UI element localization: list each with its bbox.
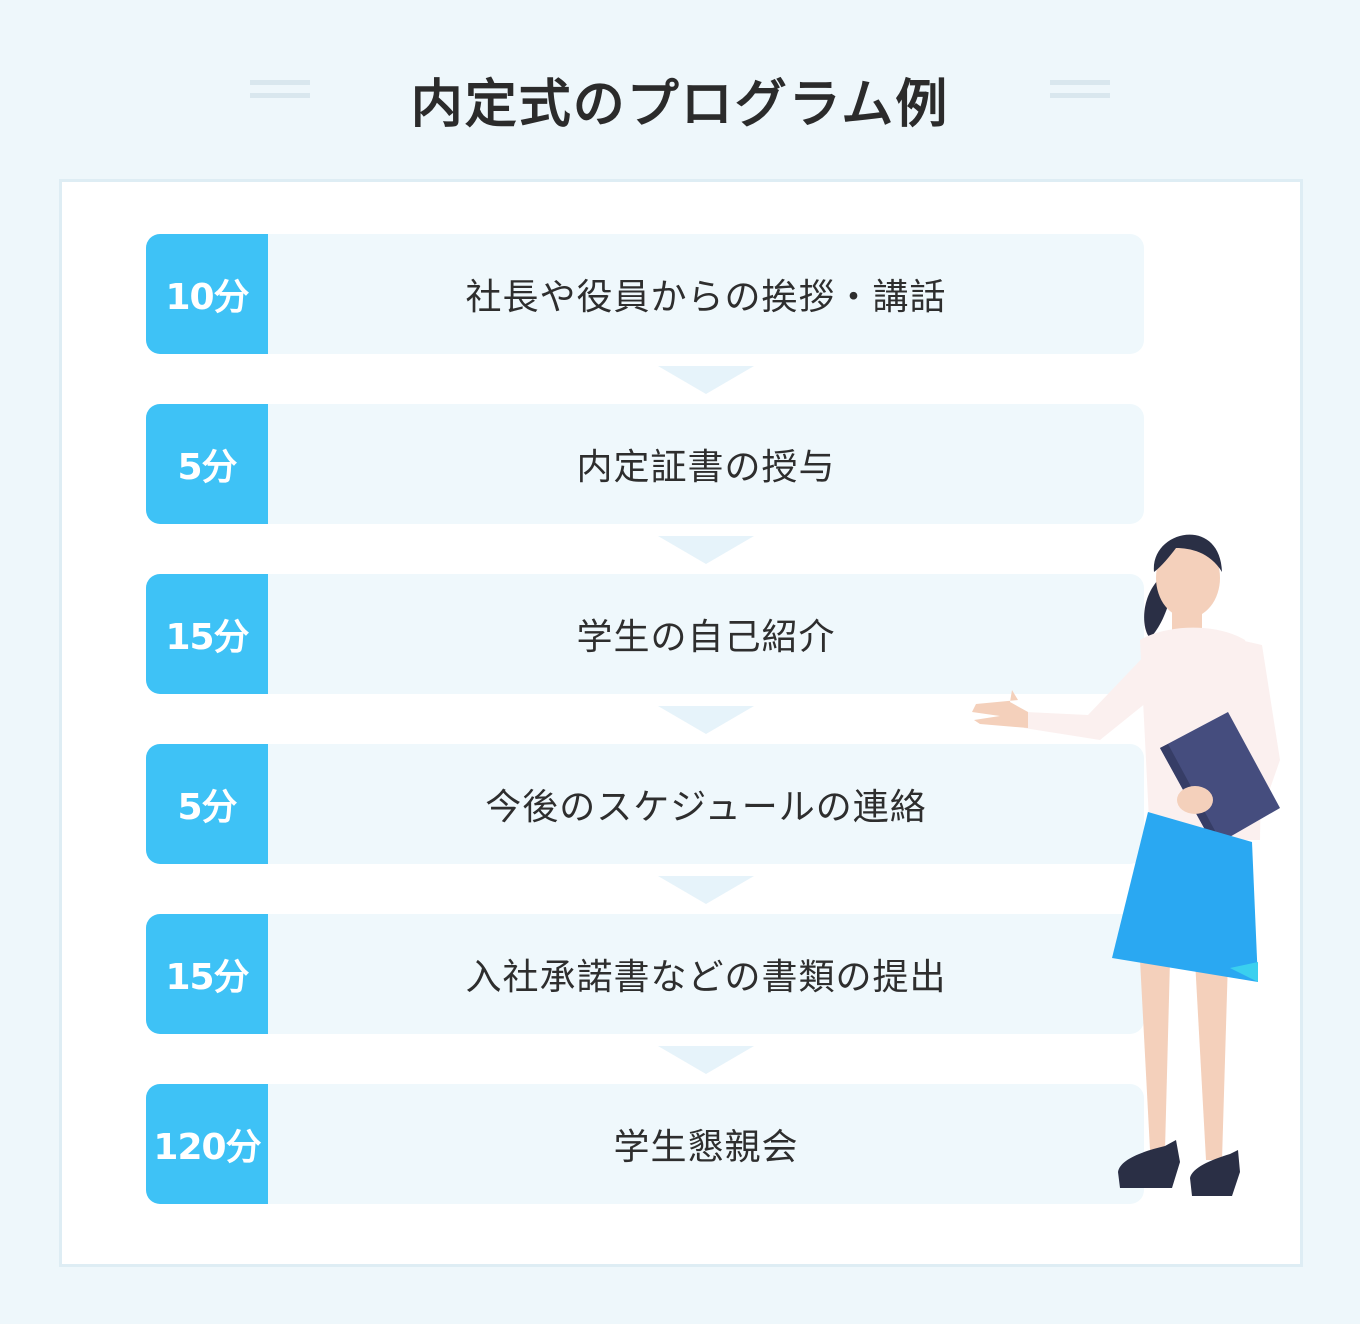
step-label: 内定証書の授与 bbox=[576, 447, 836, 488]
presenter-woman-icon bbox=[972, 534, 1280, 1196]
down-arrow-icon bbox=[658, 876, 754, 904]
down-arrow-icon bbox=[658, 1046, 754, 1074]
step-4: 5分 今後のスケジュールの連絡 bbox=[146, 744, 1144, 864]
title-decoration-right bbox=[1050, 80, 1110, 100]
step-6: 120分 学生懇親会 bbox=[146, 1084, 1144, 1204]
step-label: 学生の自己紹介 bbox=[576, 617, 836, 658]
page-title: 内定式のプログラム例 bbox=[410, 75, 950, 135]
step-time: 15分 bbox=[146, 914, 268, 1034]
step-time: 5分 bbox=[146, 744, 268, 864]
step-time: 10分 bbox=[146, 234, 268, 354]
step-label: 社長や役員からの挨拶・講話 bbox=[465, 277, 947, 318]
step-time: 5分 bbox=[146, 404, 268, 524]
step-time: 15分 bbox=[146, 574, 268, 694]
down-arrow-icon bbox=[658, 706, 754, 734]
step-3: 15分 学生の自己紹介 bbox=[146, 574, 1144, 694]
step-label: 今後のスケジュールの連絡 bbox=[485, 787, 927, 828]
step-1: 10分 社長や役員からの挨拶・講話 bbox=[146, 234, 1144, 354]
step-2: 5分 内定証書の授与 bbox=[146, 404, 1144, 524]
down-arrow-icon bbox=[658, 536, 754, 564]
step-label: 入社承諾書などの書類の提出 bbox=[465, 957, 947, 998]
step-5: 15分 入社承諾書などの書類の提出 bbox=[146, 914, 1144, 1034]
title-decoration-left bbox=[250, 80, 310, 100]
step-time: 120分 bbox=[146, 1084, 268, 1204]
step-label: 学生懇親会 bbox=[613, 1127, 799, 1168]
header: 内定式のプログラム例 bbox=[0, 50, 1360, 140]
down-arrow-icon bbox=[658, 366, 754, 394]
